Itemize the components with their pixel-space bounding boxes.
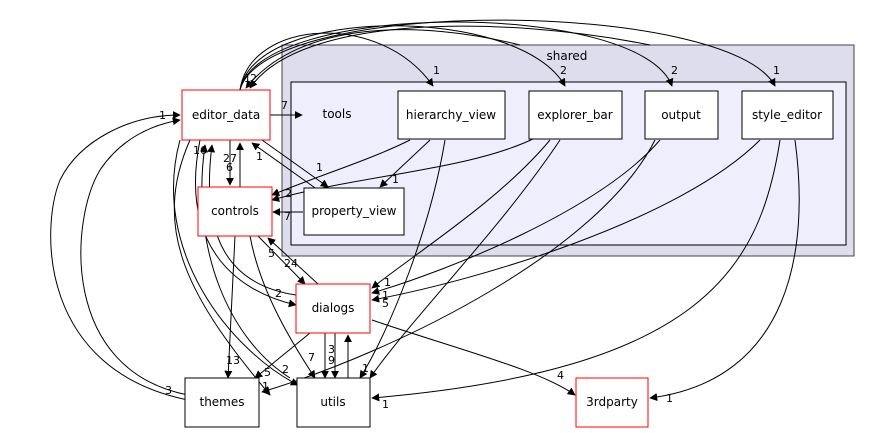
cluster-tools-title[interactable]: tools [323,107,352,121]
node-utils[interactable]: utils [296,377,371,428]
edge-editor-data-property-view [261,139,329,188]
edge-label: 3 [328,343,335,356]
edge-label: 7 [284,210,291,223]
edges [50,19,800,402]
node-output[interactable]: output [644,90,719,140]
edge-label: 2 [282,363,289,376]
edge-explorer-bar-dialogs [371,139,551,289]
node-utils-label: utils [320,395,345,409]
edge-output-themes [261,139,656,394]
edge-themes-editor-data-b [80,117,189,396]
edge-label: 1 [244,72,251,85]
edge-label: 2 [560,64,567,77]
edge-style-editor-utils [371,139,781,402]
node-controls-label: controls [211,204,259,218]
edge-label: 7 [281,99,288,112]
node-editor-data-label: editor_data [192,108,260,122]
node-themes[interactable]: themes [184,377,260,428]
edge-label: 24 [284,257,298,270]
node-explorer-bar[interactable]: explorer_bar [528,90,623,140]
node-style-editor-label: style_editor [752,108,822,122]
node-explorer-bar-label: explorer_bar [537,108,613,122]
edge-label: 2 [275,287,282,300]
edge-hierarchy-view-utils [359,139,446,379]
edge-label: 1 [666,392,673,405]
edge-label: 5 [264,366,271,379]
edge-themes-editor-data-a [50,111,189,401]
node-3rdparty[interactable]: 3rdparty [575,377,649,428]
node-themes-label: themes [199,395,244,409]
node-property-view[interactable]: property_view [303,187,405,236]
edge-output-dialogs [371,139,661,295]
node-dialogs[interactable]: dialogs [295,283,371,334]
edge-label: 1 [382,398,389,411]
edge-label: 16 [193,144,207,157]
edge-label: 1 [382,289,389,302]
edge-hierarchy-view-controls [271,139,411,196]
edge-dialogs-themes [254,332,311,379]
edge-label: 13 [226,354,240,367]
edge-controls-dialogs [257,235,306,285]
edge-label: 1 [256,150,263,163]
edge-dialogs-controls [267,237,319,285]
edge-label: 1 [159,109,166,122]
edge-label: 1 [433,64,440,77]
edge-dialogs-editor-data [207,144,297,296]
edge-label: 1 [773,64,780,77]
edge-labels: 7 1 2 1 2 2 1 27 6 16 1 1 1 2 7 5 24 2 3… [159,64,780,411]
edge-label: 1 [384,276,391,289]
node-dialogs-label: dialogs [312,301,355,315]
edge-label: 2 [285,187,292,200]
edge-editor-data-style-editor [239,19,776,91]
node-3rdparty-label: 3rdparty [586,395,638,409]
node-editor-data[interactable]: editor_data [181,89,271,141]
edge-explorer-bar-utils [369,139,561,379]
node-controls[interactable]: controls [197,186,273,237]
node-style-editor[interactable]: style_editor [741,90,834,140]
node-property-view-label: property_view [311,204,396,218]
edge-editor-data-output [239,21,674,91]
edge-editor-data-themes [173,139,271,396]
edge-hierarchy-view-property-view [379,139,431,188]
edge-tools-editor-data-a [245,29,521,89]
edge-label: 2 [250,72,257,85]
edge-property-view-editor-data [251,142,319,191]
edge-editor-data-dialogs [195,139,297,308]
edge-label: 5 [268,247,275,260]
edge-controls-utils [249,235,316,379]
edge-dialogs-3rdparty [371,319,576,396]
edge-label: 3 [165,384,172,397]
edge-label: 27 [223,152,237,165]
edge-label: 7 [308,351,315,364]
edge-style-editor-dialogs [371,139,761,303]
edge-label: 5 [382,297,389,310]
edge-label: 2 [671,64,678,77]
node-hierarchy-view-label: hierarchy_view [406,108,496,122]
edge-label: 9 [328,354,335,367]
edge-controls-themes [224,235,236,379]
edge-style-editor-3rdparty [649,139,800,402]
edge-label: 1 [262,380,269,393]
edge-label: 4 [557,369,564,382]
edge-utils-editor-data [200,144,291,379]
edge-label: 1 [392,173,399,186]
cluster-shared-title: shared [547,49,588,63]
node-output-label: output [661,108,701,122]
edge-editor-data-utils [173,139,299,386]
edge-tools-editor-data-b [249,25,651,89]
edge-label: 6 [226,161,233,174]
edge-label: 1 [362,362,369,375]
node-hierarchy-view[interactable]: hierarchy_view [397,90,506,140]
edge-label: 1 [316,161,323,174]
